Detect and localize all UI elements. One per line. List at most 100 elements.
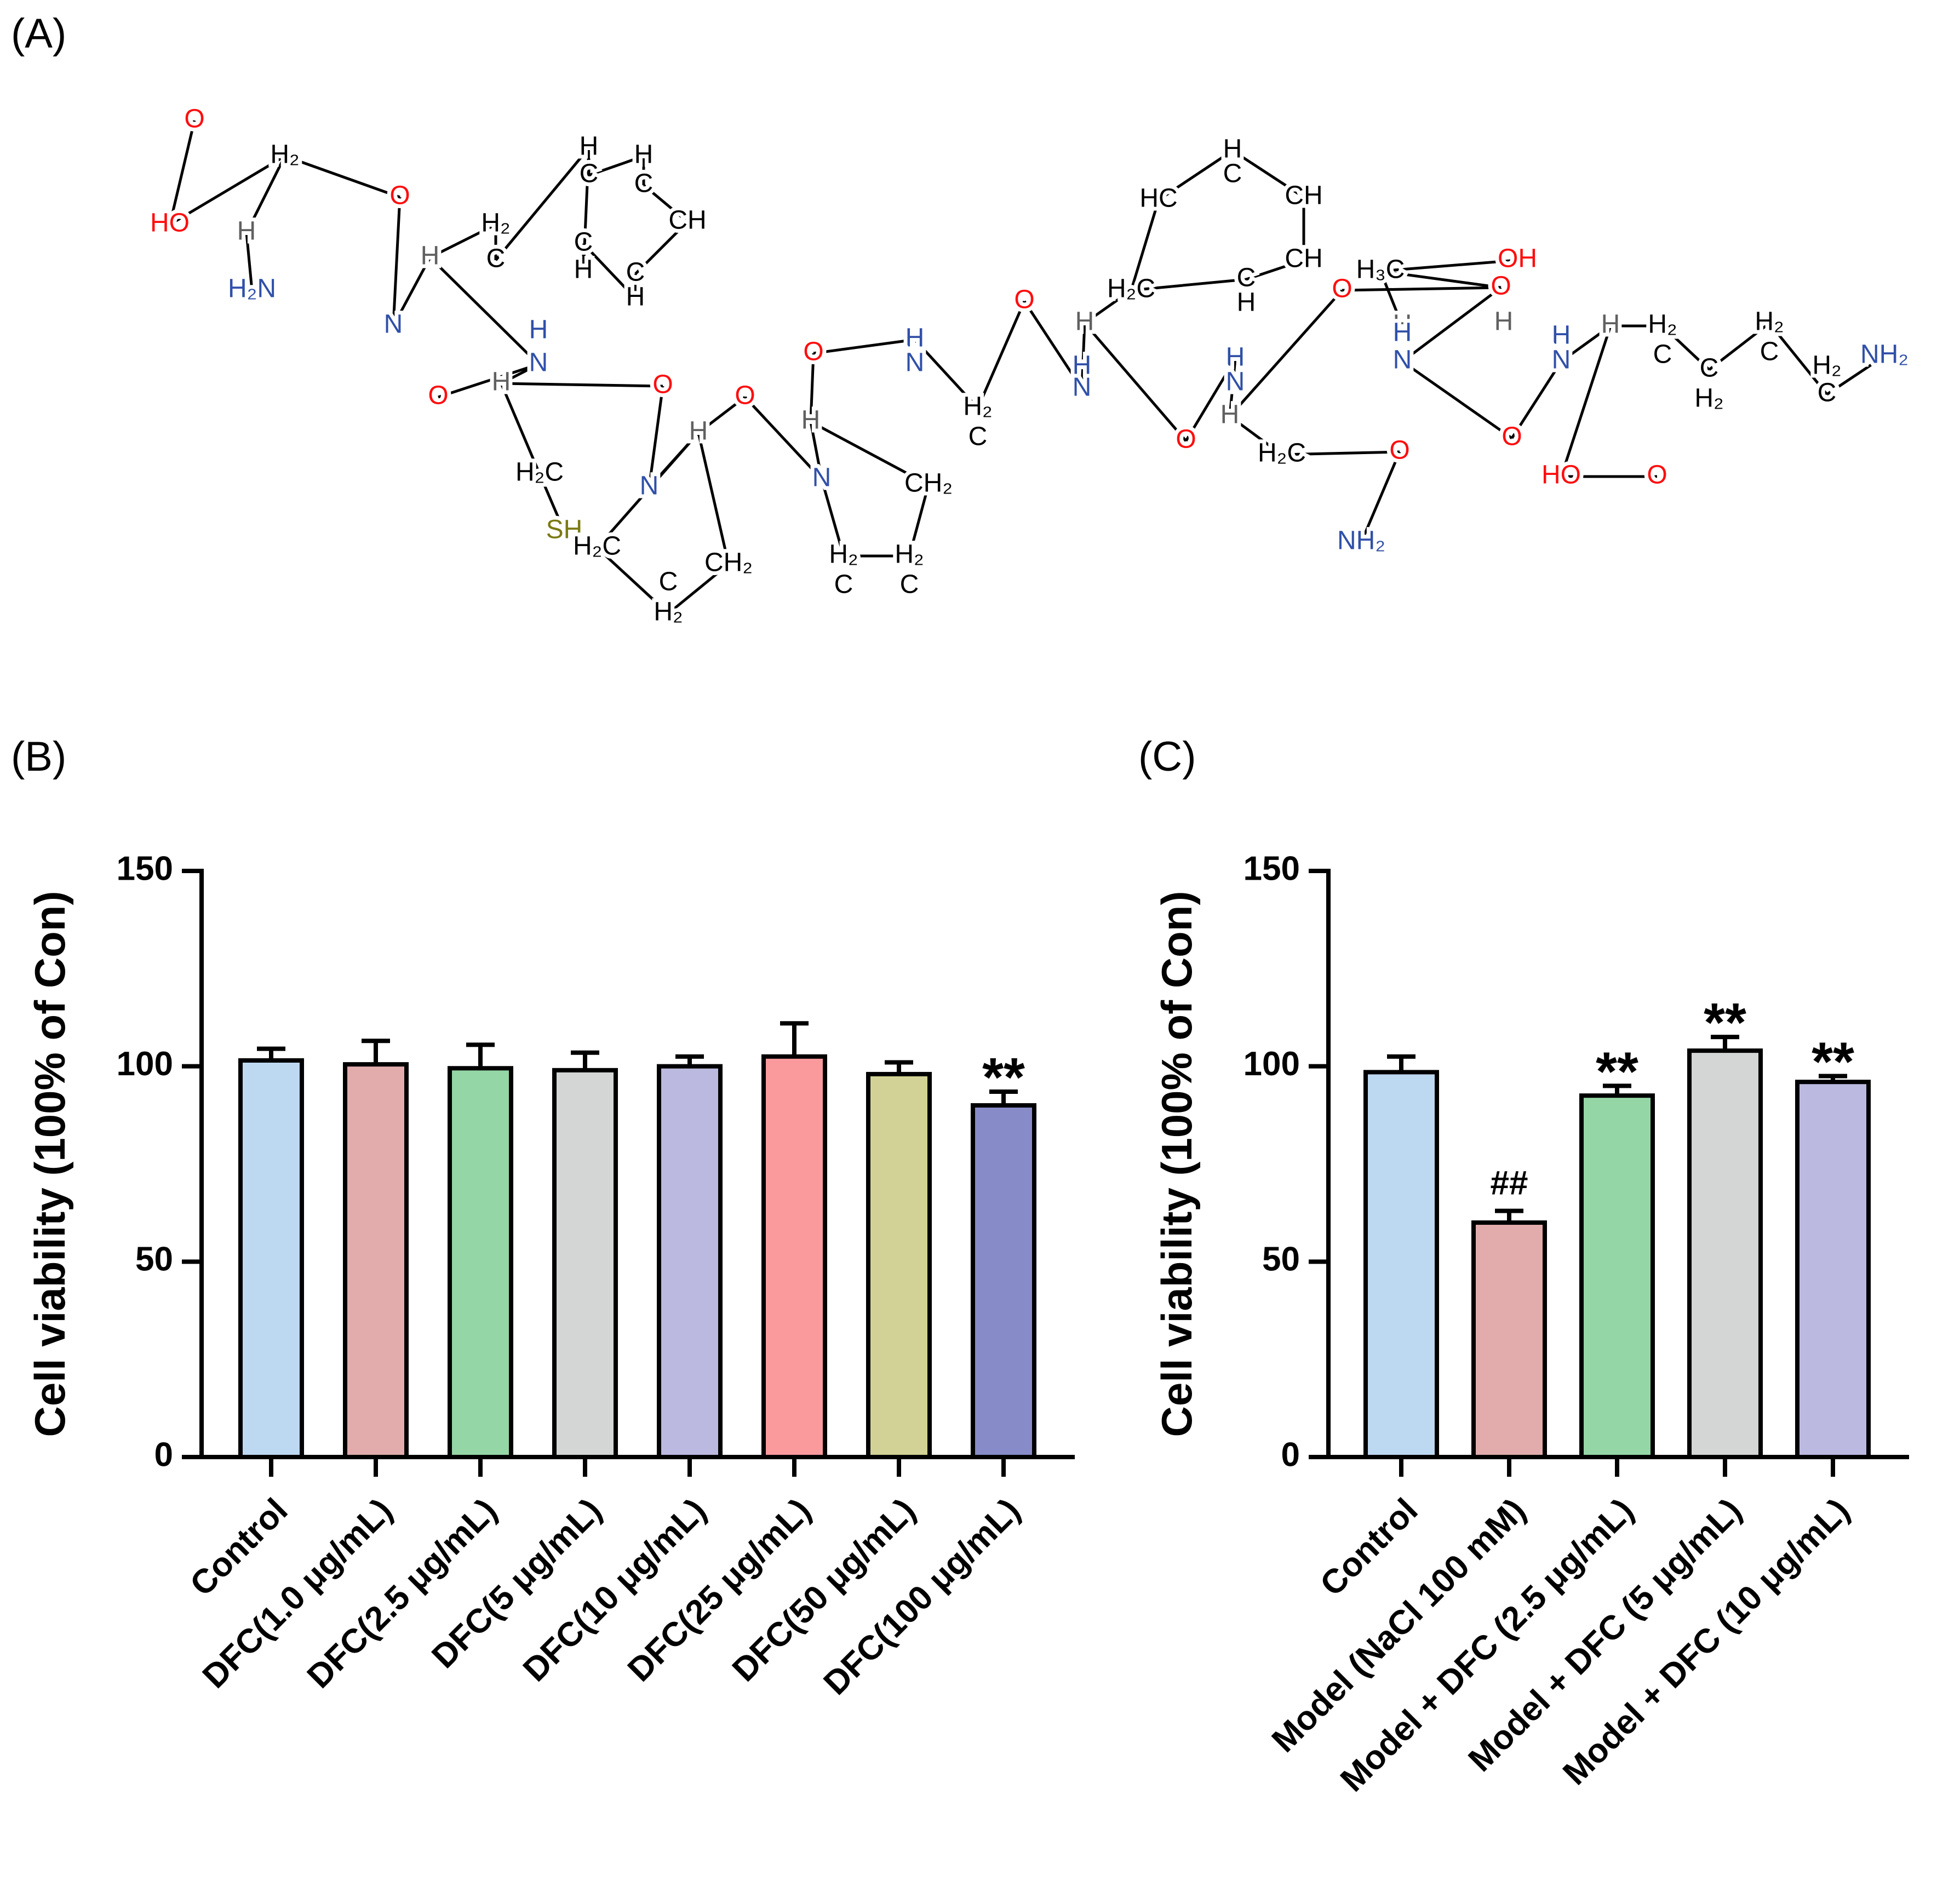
bond-line (1708, 322, 1770, 371)
bond-line (245, 155, 286, 234)
bar (1471, 1220, 1547, 1459)
y-tick-label: 0 (1281, 1436, 1300, 1473)
significance-label: ** (1596, 1041, 1638, 1102)
bar (1795, 1080, 1871, 1459)
atom-label: H₂ (1694, 384, 1723, 413)
bond-line (1510, 360, 1563, 439)
bond-line (1401, 360, 1513, 440)
y-axis-title: Cell viability (100% of Con) (1153, 891, 1201, 1437)
atom-label: H₂ (481, 209, 510, 238)
atom-label: C (659, 567, 678, 597)
atom-label: HO (1541, 461, 1581, 490)
atom-label: H (906, 324, 925, 353)
bond-line (1131, 278, 1247, 292)
atom-label: O (1014, 285, 1034, 314)
y-tick-label: 150 (117, 850, 173, 887)
bond-line (582, 147, 591, 272)
panel-label-b: (B) (11, 733, 67, 780)
atom-label: C (969, 422, 988, 451)
atom-label: C (486, 244, 506, 273)
atom-label: N (529, 348, 548, 377)
atom-label: H (1226, 343, 1245, 372)
bond-line (1157, 149, 1234, 202)
atom-label: C (1818, 378, 1837, 408)
bond-line (1380, 259, 1518, 273)
category-label: DFC(25 μg/mL) (621, 1492, 818, 1689)
bond-line (284, 154, 400, 199)
atom-label: O (1389, 436, 1409, 465)
atom-label: N (640, 472, 659, 501)
atom-label: CH (668, 206, 706, 235)
bond-line (500, 363, 540, 385)
bar (1579, 1093, 1655, 1459)
bond-line (634, 221, 689, 275)
atom-label: H₂ (1648, 310, 1677, 339)
atom-label: CH (1285, 244, 1322, 273)
bar (238, 1058, 304, 1459)
bond-line (1826, 354, 1886, 396)
bond-line (169, 154, 286, 226)
bond-line (1246, 259, 1304, 281)
y-tick-label: 100 (117, 1045, 173, 1083)
bar (657, 1064, 723, 1459)
atom-label: O (1491, 272, 1511, 301)
bond-line (1084, 322, 1187, 442)
bond-line (1231, 149, 1305, 199)
atom-label: O (389, 181, 410, 210)
atom-label: C (580, 159, 599, 188)
atom-label: C (1223, 159, 1242, 188)
y-axis-title: Cell viability (100% of Con) (26, 891, 74, 1437)
bond-line (647, 386, 664, 488)
atom-label: H (1073, 351, 1092, 380)
bond-line (538, 473, 566, 532)
bond-line (1401, 286, 1502, 363)
bond-line (809, 421, 823, 480)
bar (866, 1071, 932, 1459)
atom-label: C (834, 570, 853, 599)
atom-label: N (1393, 346, 1412, 375)
atom-label: H₂ (270, 140, 299, 169)
bond-line (392, 197, 402, 326)
bond-line (809, 353, 815, 422)
atom-label: H₂ (895, 540, 924, 569)
atom-label: H (634, 140, 654, 169)
atom-label: H₃C (1356, 255, 1405, 284)
bond-line (813, 338, 915, 355)
atom-label: NH₂ (1337, 526, 1385, 555)
bond-line (429, 256, 540, 365)
category-label: DFC(10 μg/mL) (516, 1492, 714, 1689)
atom-label: H (626, 283, 645, 312)
atom-label: H₂C (515, 458, 564, 487)
bond-line (495, 147, 590, 261)
atom-label: O (1647, 461, 1667, 490)
y-tick-label: 150 (1243, 850, 1300, 887)
bond-line (697, 396, 746, 434)
bond-line (501, 382, 663, 388)
atom-label: H₂N (228, 274, 276, 303)
atom-label: C (900, 570, 919, 599)
atom-label: H₂ (963, 392, 992, 421)
y-tick-label: 100 (1243, 1045, 1300, 1083)
bond-line (429, 223, 497, 259)
atom-label: O (735, 381, 755, 410)
bar-chart-c: Cell viability (100% of Con)050100150Con… (1153, 850, 1909, 1799)
bond-line (1661, 325, 1710, 371)
bond-line (1229, 289, 1343, 417)
bond-line (1080, 323, 1086, 389)
atom-label: O (1332, 274, 1352, 303)
atom-label: CH₂ (704, 548, 753, 577)
bond-line (392, 256, 432, 327)
bond-line (1360, 451, 1401, 543)
significance-label: ## (1491, 1165, 1528, 1202)
bar (343, 1062, 409, 1459)
bar (448, 1066, 513, 1459)
atom-label: H₂ (1755, 307, 1784, 336)
bond-line (1281, 450, 1400, 456)
bond-line (643, 184, 689, 223)
bond-line (1379, 271, 1404, 326)
bar (761, 1054, 827, 1459)
bond-line (697, 432, 730, 565)
category-label: DFC(1.0 μg/mL) (196, 1492, 400, 1696)
atom-label: C (626, 258, 645, 287)
bond-line (1184, 358, 1237, 442)
